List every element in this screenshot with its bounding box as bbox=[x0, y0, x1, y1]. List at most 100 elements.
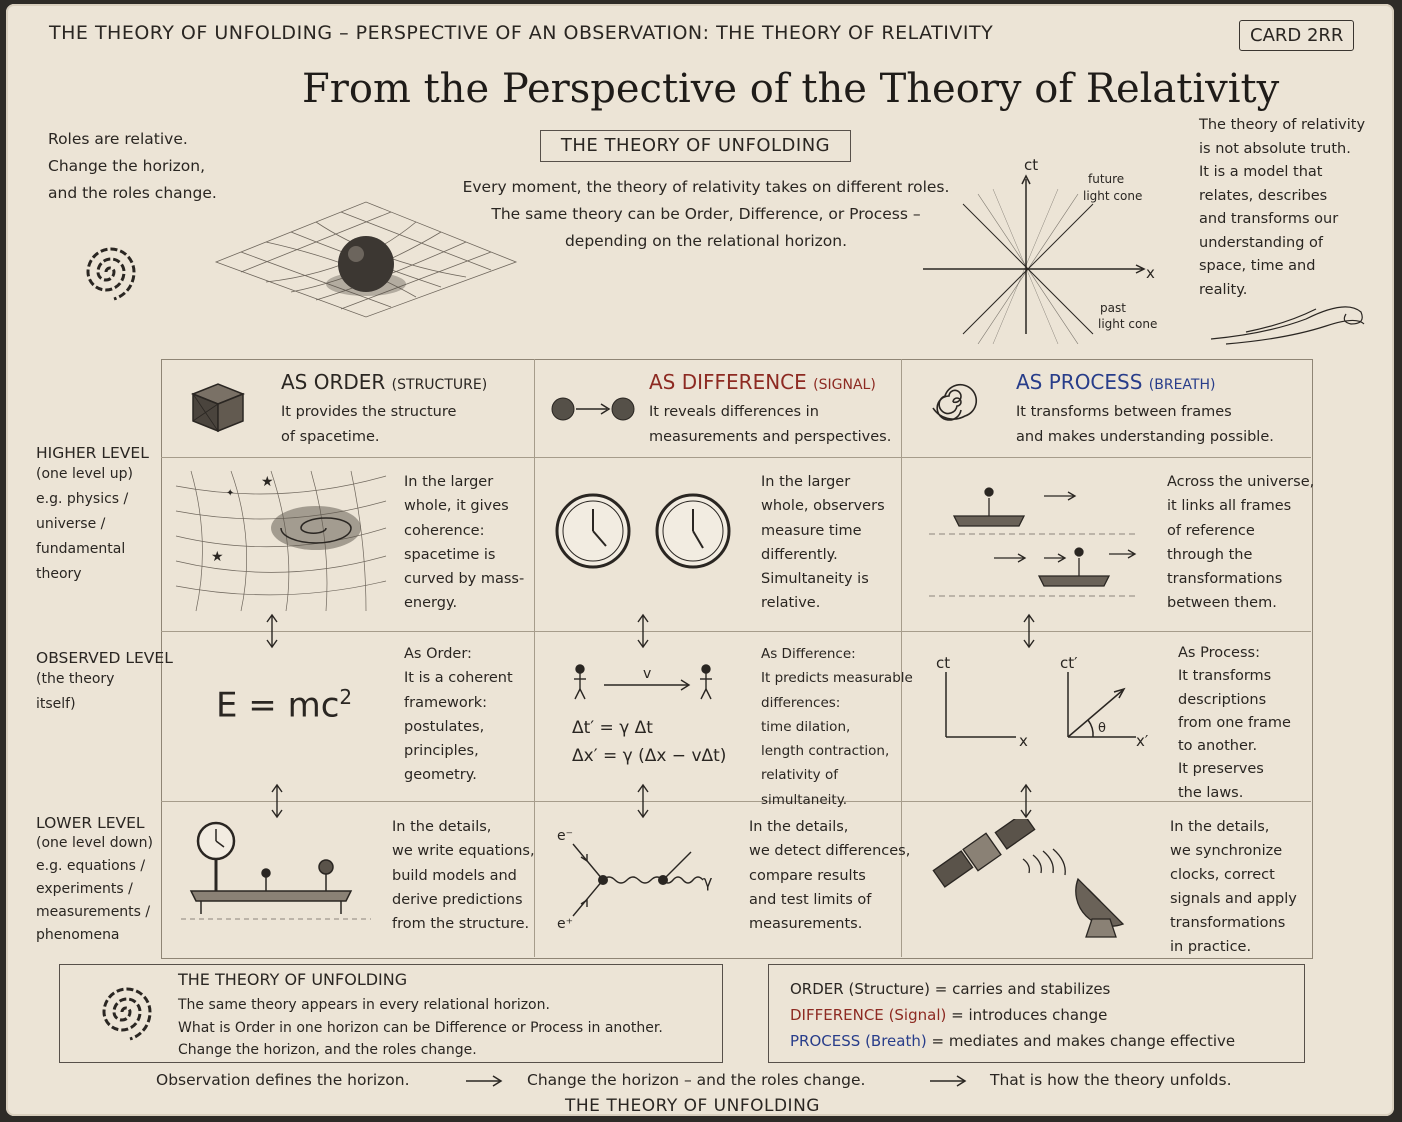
cell-line: framework: bbox=[404, 694, 487, 711]
header-top-line: THE THEORY OF UNFOLDING – PERSPECTIVE OF… bbox=[49, 22, 994, 44]
cell-line: and test limits of bbox=[749, 891, 872, 908]
cell-line: It transforms bbox=[1178, 668, 1272, 685]
past-label: light cone bbox=[1098, 317, 1157, 331]
grid-divider bbox=[161, 457, 1311, 458]
level-higher-title: HIGHER LEVEL bbox=[36, 444, 149, 462]
footer-left-line: The same theory appears in every relatio… bbox=[178, 997, 550, 1013]
cell-line: relativity of bbox=[761, 767, 838, 784]
left-note: Roles are relative. Change the horizon, … bbox=[48, 126, 217, 207]
intro-line: Every moment, the theory of relativity t… bbox=[462, 178, 950, 196]
col-process-tag: (BREATH) bbox=[1148, 377, 1216, 393]
moving-frames-illustration bbox=[929, 487, 1139, 597]
subtitle-box: THE THEORY OF UNFOLDING bbox=[540, 130, 851, 162]
grid-divider bbox=[161, 631, 1311, 632]
flow-step-1: Observation defines the horizon. bbox=[156, 1071, 410, 1089]
cell-line: geometry. bbox=[404, 767, 477, 784]
right-note-line: It is a model that bbox=[1199, 164, 1323, 180]
legend-key: ORDER bbox=[790, 980, 844, 998]
cell-line: in practice. bbox=[1170, 939, 1252, 955]
x-axis-label: x bbox=[1019, 732, 1028, 750]
cell-line: It predicts measurable bbox=[761, 670, 913, 687]
cell-line: compare results bbox=[749, 867, 866, 884]
cell-line: In the larger bbox=[404, 474, 494, 490]
cell-line: spacetime is bbox=[404, 546, 496, 563]
svg-text:✦: ✦ bbox=[226, 488, 234, 499]
up-down-arrow-icon bbox=[1023, 613, 1035, 649]
light-cone-diagram: ct x future light cone past light cone bbox=[923, 156, 1157, 344]
right-note-line: understanding of bbox=[1199, 234, 1323, 251]
cell-lower-difference: In the details, we detect differences, c… bbox=[749, 815, 910, 936]
cell-line: In the details, bbox=[392, 819, 492, 835]
cell-line: curved by mass- bbox=[404, 571, 525, 588]
cell-line: we write equations, bbox=[392, 843, 535, 860]
cell-line: measure time bbox=[761, 522, 862, 539]
col-process-desc-line: It transforms between frames bbox=[1016, 404, 1232, 420]
col-difference-desc-line: It reveals differences in bbox=[649, 404, 819, 420]
right-note-line: The theory of relativity bbox=[1199, 117, 1366, 133]
electron-label: e⁻ bbox=[557, 828, 573, 844]
legend-text: = mediates and makes change effective bbox=[931, 1032, 1236, 1050]
right-note-line: and transforms our bbox=[1199, 211, 1339, 227]
right-note-line: is not absolute truth. bbox=[1199, 140, 1351, 157]
left-note-line: Roles are relative. bbox=[48, 130, 188, 148]
col-difference-desc-line: measurements and perspectives. bbox=[649, 429, 892, 445]
cell-line: to another. bbox=[1178, 738, 1258, 755]
cell-line: As Order: bbox=[404, 646, 472, 662]
two-clocks-illustration bbox=[555, 493, 731, 569]
cell-line: In the details, bbox=[1170, 819, 1270, 835]
cell-line: from one frame bbox=[1178, 714, 1291, 731]
cell-line: signals and apply bbox=[1170, 891, 1297, 907]
cell-line: In the details, bbox=[749, 819, 849, 835]
left-note-line: Change the horizon, bbox=[48, 157, 205, 175]
emc-text: E = mc bbox=[216, 685, 340, 726]
svg-text:★: ★ bbox=[211, 549, 224, 565]
level-higher-desc: fundamental bbox=[36, 541, 126, 557]
cell-line: As Difference: bbox=[761, 646, 856, 662]
cell-line: length contraction, bbox=[761, 743, 890, 760]
velocity-label: v bbox=[643, 666, 651, 682]
feynman-diagram: e⁻ e⁺ γ bbox=[557, 828, 712, 932]
col-process-heading: AS PROCESS (BREATH) bbox=[1016, 370, 1215, 394]
level-lower-desc: (one level down) bbox=[36, 835, 153, 851]
cell-line: whole, it gives bbox=[404, 498, 509, 515]
level-higher-desc: (one level up) bbox=[36, 466, 133, 482]
cell-line: As Process: bbox=[1178, 645, 1260, 661]
cell-observed-order: As Order: It is a coherent framework: po… bbox=[404, 642, 513, 788]
left-note-line: and the roles change. bbox=[48, 184, 217, 202]
cell-line: from the structure. bbox=[392, 916, 530, 933]
x-prime-axis-label: x′ bbox=[1136, 732, 1149, 750]
cell-observed-process: As Process: It transforms descriptions f… bbox=[1178, 642, 1291, 805]
curved-spacetime-grid bbox=[214, 201, 518, 318]
length-contraction-formula: Δx′ = γ (Δx − vΔt) bbox=[572, 746, 727, 766]
right-note-line: relates, describes bbox=[1199, 187, 1328, 204]
intro-line: depending on the relational horizon. bbox=[564, 232, 848, 250]
cell-line: differences: bbox=[761, 694, 841, 711]
page-title: From the Perspective of the Theory of Re… bbox=[302, 66, 1280, 112]
legend-list: ORDER (Structure) = carries and stabiliz… bbox=[790, 976, 1235, 1054]
level-lower-title: LOWER LEVEL bbox=[36, 814, 145, 832]
cell-line: derive predictions bbox=[392, 891, 523, 908]
cell-higher-order: In the larger whole, it gives coherence:… bbox=[404, 470, 524, 616]
right-arrow-icon bbox=[466, 1075, 503, 1087]
cell-line: descriptions bbox=[1178, 691, 1267, 708]
level-higher-desc: e.g. physics / bbox=[36, 491, 129, 507]
legend-order: ORDER (Structure) = carries and stabiliz… bbox=[790, 976, 1235, 1002]
lightcone-ct-label: ct bbox=[1024, 156, 1038, 174]
flow-step-3: That is how the theory unfolds. bbox=[990, 1071, 1232, 1089]
level-observed-desc: itself) bbox=[36, 696, 76, 712]
satellite-dish-illustration bbox=[932, 819, 1125, 938]
cell-higher-difference: In the larger whole, observers measure t… bbox=[761, 470, 885, 616]
legend-box bbox=[768, 964, 1305, 1063]
bottom-title: THE THEORY OF UNFOLDING bbox=[565, 1096, 820, 1116]
photon-label: γ bbox=[703, 872, 712, 891]
cell-line: It preserves bbox=[1178, 761, 1264, 778]
cell-line: we synchronize bbox=[1170, 843, 1283, 859]
lab-apparatus-illustration bbox=[181, 821, 371, 920]
observers-velocity-diagram: v bbox=[574, 664, 712, 700]
past-label: past bbox=[1100, 301, 1126, 315]
legend-tag: (Structure) bbox=[848, 980, 930, 998]
col-process-desc-line: and makes understanding possible. bbox=[1016, 429, 1274, 445]
cell-line: transformations bbox=[1167, 571, 1283, 588]
up-down-arrow-icon bbox=[1020, 783, 1032, 819]
cell-lower-order: In the details, we write equations, buil… bbox=[392, 815, 535, 936]
